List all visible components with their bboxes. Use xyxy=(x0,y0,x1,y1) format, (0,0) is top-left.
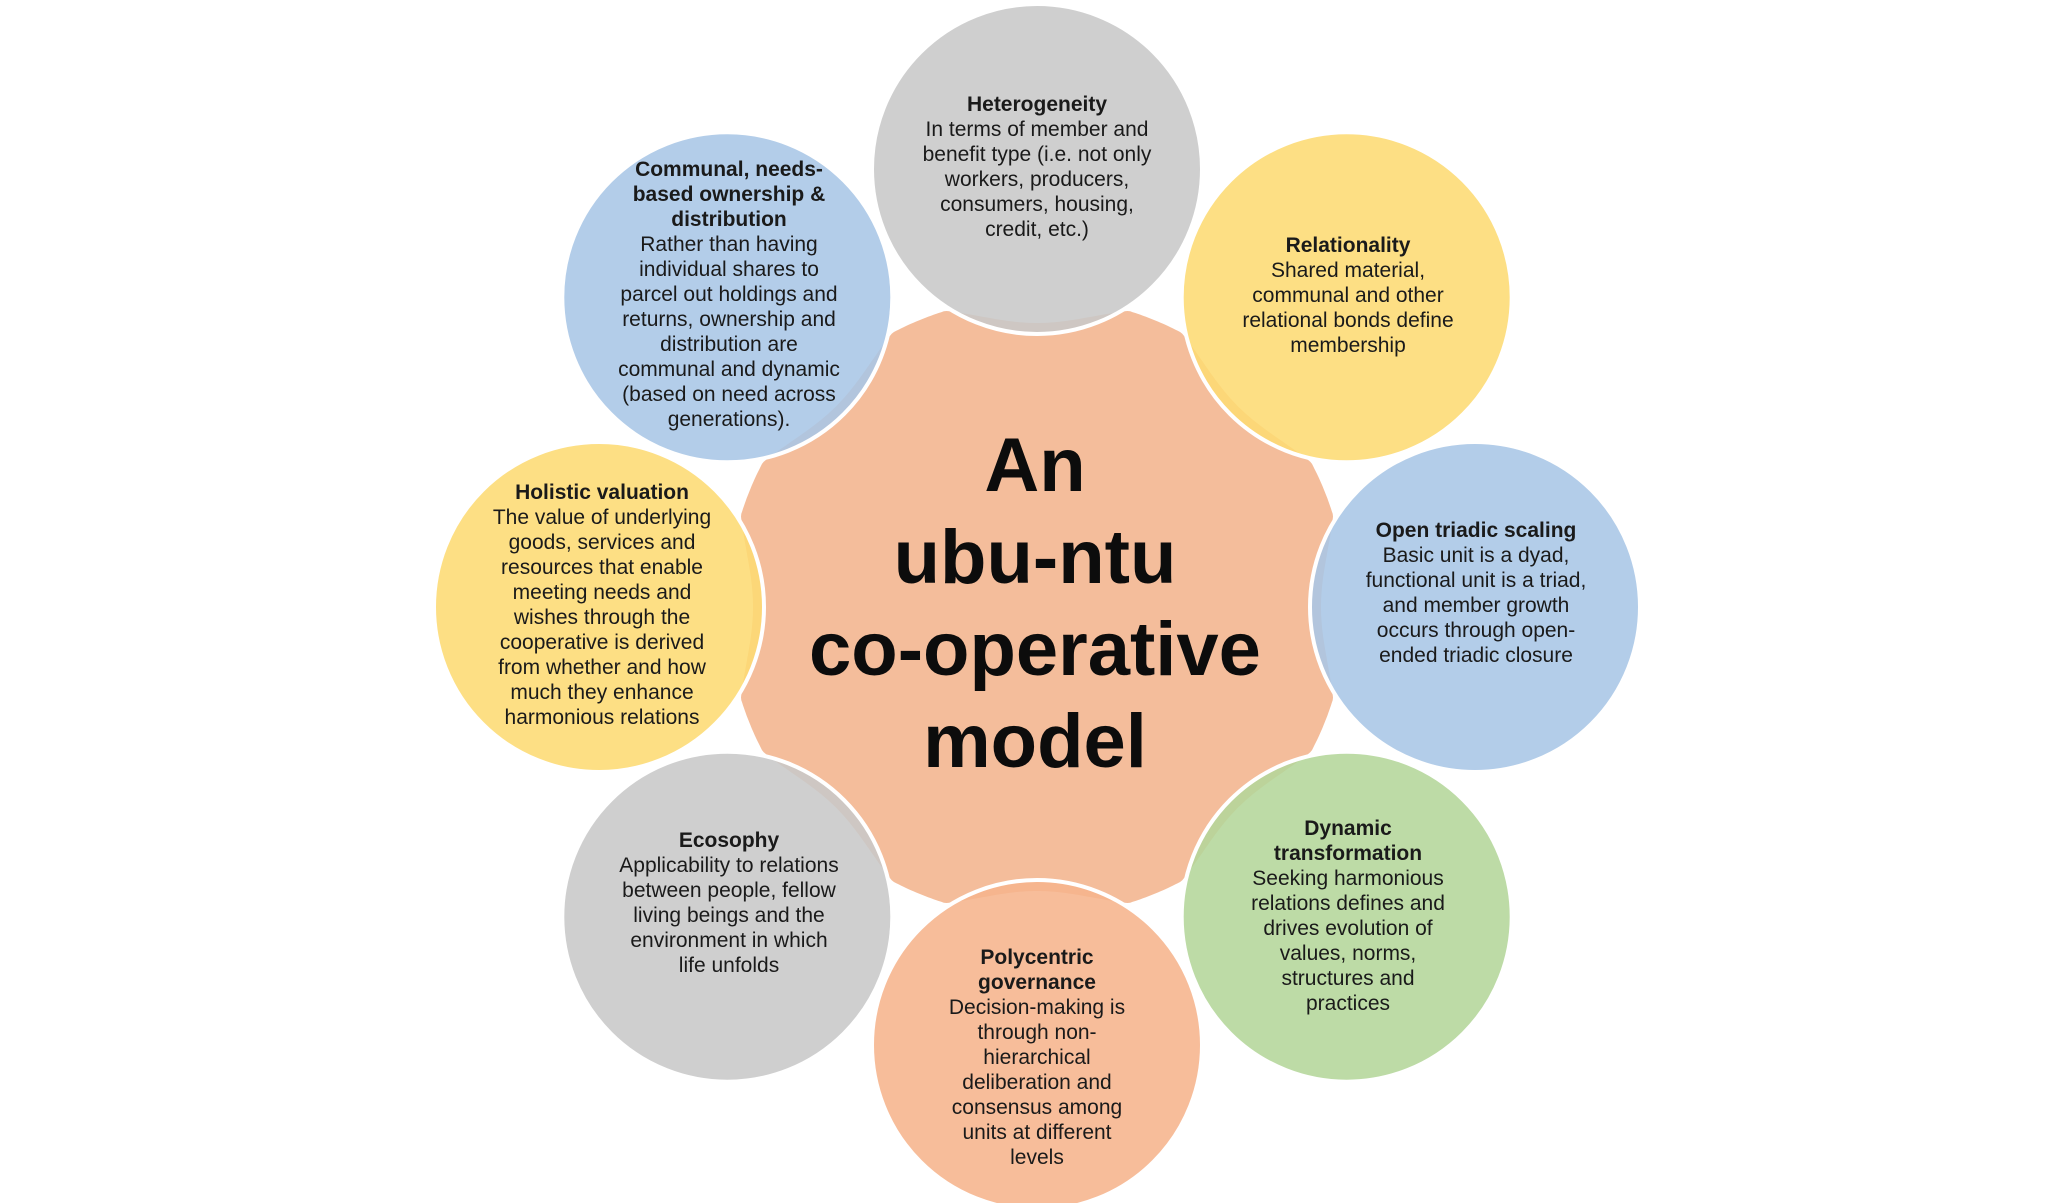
node-title-communal-ownership: Communal, needs-based ownership & distri… xyxy=(632,158,826,231)
center-title-line-4: model xyxy=(923,699,1147,784)
center-title: An ubu-ntu co-operative model xyxy=(785,420,1285,788)
center-title-line-3: co-operative xyxy=(809,607,1261,692)
node-body-holistic-valuation: The value of underlying goods, services … xyxy=(492,506,712,729)
node-circle-holistic-valuation xyxy=(432,440,766,774)
node-title-dynamic-transformation: Dynamic transformation xyxy=(1273,817,1423,865)
node-body-communal-ownership: Rather than having individual shares to … xyxy=(618,233,840,431)
center-title-line-2: ubu-ntu xyxy=(893,515,1177,600)
node-holistic-valuation: Holistic valuation The value of underlyi… xyxy=(482,480,722,730)
node-body-dynamic-transformation: Seeking harmonious relations defines and… xyxy=(1251,867,1445,1015)
node-title-holistic-valuation: Holistic valuation xyxy=(515,481,689,504)
node-circle-ecosophy xyxy=(560,749,895,1084)
node-polycentric-governance: Polycentric governance Decision-making i… xyxy=(937,945,1137,1170)
node-communal-ownership: Communal, needs-based ownership & distri… xyxy=(617,157,841,432)
node-relationality: Relationality Shared material, communal … xyxy=(1228,233,1468,358)
node-body-heterogeneity: In terms of member and benefit type (i.e… xyxy=(922,118,1152,241)
node-ecosophy: Ecosophy Applicability to relations betw… xyxy=(616,828,842,978)
center-hub-shape xyxy=(741,311,1333,903)
node-dynamic-transformation: Dynamic transformation Seeking harmoniou… xyxy=(1238,816,1458,1016)
center-title-line-1: An xyxy=(984,423,1086,508)
node-body-relationality: Shared material, communal and other rela… xyxy=(1242,259,1454,357)
node-body-open-triadic-scaling: Basic unit is a dyad, functional unit is… xyxy=(1365,544,1587,667)
node-title-open-triadic-scaling: Open triadic scaling xyxy=(1375,519,1577,542)
node-title-polycentric-governance: Polycentric governance xyxy=(978,946,1096,994)
node-title-relationality: Relationality xyxy=(1285,234,1411,257)
node-circle-relationality xyxy=(1179,130,1514,465)
node-circle-communal-ownership xyxy=(560,130,895,465)
node-body-polycentric-governance: Decision-making is through non-hierarchi… xyxy=(948,996,1126,1169)
node-circle-dynamic-transformation xyxy=(1179,749,1514,1084)
node-circle-polycentric-governance xyxy=(870,878,1204,1203)
node-heterogeneity: Heterogeneity In terms of member and ben… xyxy=(922,92,1152,242)
node-circle-open-triadic-scaling xyxy=(1308,440,1642,774)
node-title-heterogeneity: Heterogeneity xyxy=(966,93,1108,116)
node-title-ecosophy: Ecosophy xyxy=(678,829,780,852)
node-circle-heterogeneity xyxy=(870,2,1204,336)
node-body-ecosophy: Applicability to relations between peopl… xyxy=(619,854,839,977)
node-open-triadic-scaling: Open triadic scaling Basic unit is a dya… xyxy=(1358,518,1594,668)
center-hub xyxy=(741,311,1333,903)
